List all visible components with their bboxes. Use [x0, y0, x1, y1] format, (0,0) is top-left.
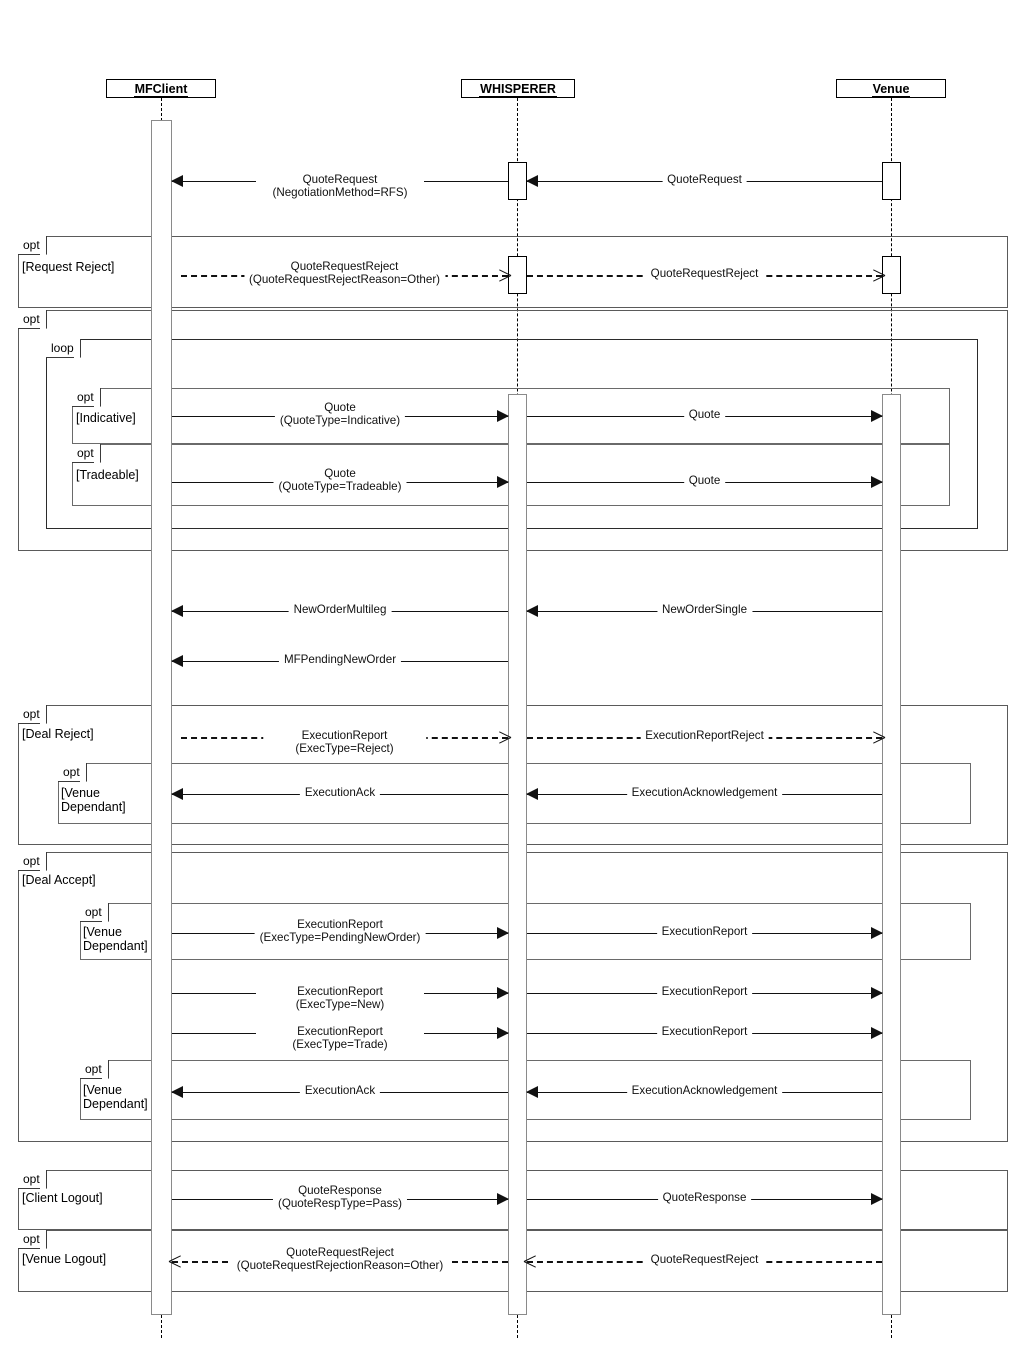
lifeline-label-venue: Venue [871, 82, 911, 97]
fragment-client-logout-operator: opt [18, 1170, 47, 1194]
activation-whisperer-main [508, 394, 527, 1315]
message-label-m15: ExecutionAcknowledgement [626, 786, 783, 800]
arrowhead-filled-left [171, 605, 183, 617]
arrowhead-open-right [872, 269, 884, 281]
fragment-da-venue-dependant-2-operator: opt [80, 1060, 109, 1084]
arrowhead-filled-right [497, 927, 509, 939]
fragment-request-reject-guard: [Request Reject] [22, 260, 115, 274]
message-label-m02: QuoteRequest [662, 173, 747, 187]
arrowhead-filled-right [497, 987, 509, 999]
fragment-deal-reject-guard: [Deal Reject] [22, 727, 94, 741]
arrowhead-filled-right [497, 1193, 509, 1205]
message-label-m06: Quote [683, 408, 726, 422]
fragment-deal-reject-operator: opt [18, 705, 47, 729]
message-label-m25: QuoteResponse [657, 1191, 752, 1205]
fragment-indicative-operator: opt [72, 388, 101, 412]
fragment-da-venue-dependant-2-guard: [Venue Dependant] [83, 1083, 148, 1111]
message-label-m24: QuoteResponse (QuoteRespType=Pass) [272, 1184, 408, 1210]
message-label-m07: Quote (QuoteType=Tradeable) [273, 467, 407, 493]
message-label-m19: ExecutionReport [656, 985, 753, 999]
lifeline-label-mfclient: MFClient [133, 82, 189, 97]
lifeline-head-venue[interactable]: Venue [836, 79, 946, 98]
message-label-m23: ExecutionAcknowledgement [626, 1084, 783, 1098]
activation-mfclient [151, 120, 172, 1315]
arrowhead-filled-right [871, 410, 883, 422]
fragment-venue-logout-guard: [Venue Logout] [22, 1252, 107, 1266]
arrowhead-filled-right [497, 476, 509, 488]
arrowhead-filled-right [871, 476, 883, 488]
arrowhead-filled-left [526, 788, 538, 800]
arrowhead-filled-left [171, 1086, 183, 1098]
arrowhead-filled-right [871, 927, 883, 939]
arrowhead-open-right [498, 731, 510, 743]
message-label-m08: Quote [683, 474, 726, 488]
arrowhead-open-left [525, 1255, 537, 1267]
message-label-m26: QuoteRequestReject (QuoteRequestRejectio… [231, 1246, 449, 1272]
arrowhead-open-left [170, 1255, 182, 1267]
message-label-m12: ExecutionReport (ExecType=Reject) [262, 729, 427, 755]
message-label-m13: ExecutionReportReject [640, 729, 769, 743]
arrowhead-filled-right [497, 1027, 509, 1039]
message-label-m16: ExecutionReport (ExecType=PendingNewOrde… [254, 918, 426, 944]
arrowhead-filled-right [871, 1193, 883, 1205]
arrowhead-filled-right [871, 1027, 883, 1039]
arrowhead-filled-right [497, 410, 509, 422]
fragment-dr-venue-dependant-guard: [Venue Dependant] [61, 786, 126, 814]
fragment-request-reject-operator: opt [18, 236, 47, 260]
activation-whisperer-quoterequest [508, 162, 527, 200]
message-label-m20: ExecutionReport (ExecType=Trade) [256, 1025, 424, 1051]
activation-venue-quoterequest [882, 162, 901, 200]
message-label-m09: NewOrderMultileg [288, 603, 392, 617]
fragment-tradeable-guard: [Tradeable] [76, 468, 139, 482]
fragment-dr-venue-dependant-operator: opt [58, 763, 87, 787]
arrowhead-filled-left [171, 175, 183, 187]
message-label-m17: ExecutionReport [656, 925, 753, 939]
fragment-da-venue-dependant-1-operator: opt [80, 903, 109, 927]
fragment-deal-accept-guard: [Deal Accept] [22, 873, 96, 887]
arrowhead-open-right [872, 731, 884, 743]
fragment-indicative-guard: [Indicative] [76, 411, 136, 425]
message-label-m18: ExecutionReport (ExecType=New) [256, 985, 424, 1011]
message-label-m04: QuoteRequestReject [645, 267, 764, 281]
message-label-m05: Quote (QuoteType=Indicative) [274, 401, 406, 427]
arrowhead-filled-left [526, 175, 538, 187]
activation-venue-main [882, 394, 901, 1315]
arrowhead-filled-left [171, 655, 183, 667]
message-label-m21: ExecutionReport [656, 1025, 753, 1039]
fragment-client-logout-guard: [Client Logout] [22, 1191, 103, 1205]
arrowhead-filled-left [526, 1086, 538, 1098]
message-label-m01: QuoteRequest (NegotiationMethod=RFS) [256, 173, 424, 199]
fragment-venue-logout-operator: opt [18, 1230, 47, 1254]
message-label-m14: ExecutionAck [299, 786, 381, 800]
message-label-m11: MFPendingNewOrder [278, 653, 402, 667]
arrowhead-filled-right [871, 987, 883, 999]
arrowhead-filled-left [171, 788, 183, 800]
fragment-request-reject[interactable] [18, 236, 1008, 308]
fragment-quote-outer-operator: opt [18, 310, 47, 334]
lifeline-head-mfclient[interactable]: MFClient [106, 79, 216, 98]
message-label-m03: QuoteRequestReject (QuoteRequestRejectRe… [243, 260, 446, 286]
fragment-deal-accept-operator: opt [18, 852, 47, 876]
message-label-m27: QuoteRequestReject [645, 1253, 764, 1267]
message-label-m10: NewOrderSingle [656, 603, 753, 617]
fragment-da-venue-dependant-1-guard: [Venue Dependant] [83, 925, 148, 953]
lifeline-head-whisperer[interactable]: WHISPERER [461, 79, 575, 98]
message-label-m22: ExecutionAck [299, 1084, 381, 1098]
fragment-quote-loop-operator: loop [46, 339, 81, 363]
fragment-tradeable-operator: opt [72, 444, 101, 468]
arrowhead-filled-left [526, 605, 538, 617]
arrowhead-open-right [498, 269, 510, 281]
lifeline-label-whisperer: WHISPERER [479, 82, 557, 97]
